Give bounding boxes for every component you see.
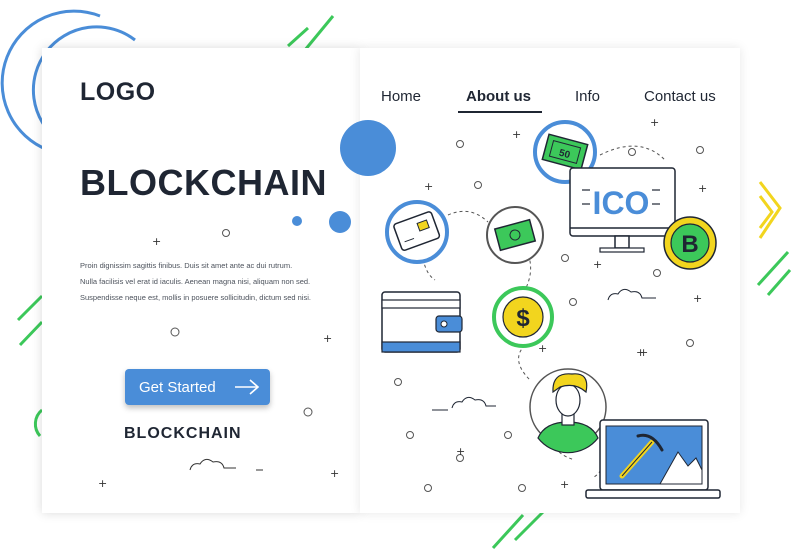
- laptop-icon: [585, 419, 721, 499]
- hero-headline: BLOCKCHAIN: [80, 162, 327, 203]
- deco-ring: [303, 407, 313, 417]
- deco-yellow-chevron: [758, 195, 774, 229]
- deco-ring: [222, 229, 230, 237]
- deco-green-stroke: [766, 269, 792, 296]
- hero-body-line: Proin dignissim sagittis finibus. Duis s…: [80, 261, 293, 270]
- svg-text:+: +: [424, 180, 433, 193]
- monitor-icon: ICO: [569, 167, 676, 253]
- dollar-coin-icon: $: [492, 286, 554, 348]
- svg-text:+: +: [636, 346, 645, 359]
- nav-item-info[interactable]: Info: [575, 88, 601, 105]
- hero-body-line: Nulla facilisis vel erat id iaculis. Aen…: [80, 277, 311, 286]
- deco-yellow-chevron: [758, 181, 782, 239]
- deco-blue-dot-medium: [329, 211, 351, 233]
- svg-text:+: +: [639, 346, 648, 359]
- banknote-icon: 50: [533, 120, 597, 184]
- cloud-icon: [607, 288, 656, 301]
- footer-brand-word: BLOCKCHAIN: [124, 425, 242, 442]
- deco-arc-outer: [0, 9, 101, 152]
- pickaxe-icon: [619, 433, 664, 479]
- deco-green-stroke: [756, 250, 790, 287]
- logo[interactable]: LOGO: [80, 78, 156, 106]
- deco-plus: +: [98, 477, 107, 490]
- nav-item-about-us[interactable]: About us: [466, 88, 531, 105]
- deco-ring: [170, 327, 180, 337]
- svg-text:+: +: [698, 182, 707, 195]
- hero-body: Proin dignissim sagittis finibus. Duis s…: [80, 258, 352, 306]
- get-started-button[interactable]: Get Started: [125, 369, 270, 405]
- deco-green-stroke: [491, 513, 525, 550]
- deco-pluses: + + + + + + + + + + +: [424, 116, 707, 491]
- svg-text:+: +: [538, 342, 547, 355]
- bitcoin-symbol: B: [681, 231, 698, 258]
- deco-green-stroke: [286, 26, 310, 48]
- nav-active-underline: [458, 111, 542, 113]
- wallet-icon: [381, 291, 463, 353]
- cloud-icon: [189, 458, 236, 471]
- monitor-ico-text: ICO: [593, 185, 650, 221]
- user-avatar-icon: [529, 368, 607, 454]
- dollar-symbol: $: [516, 305, 530, 332]
- deco-plus: +: [330, 467, 339, 480]
- svg-text:+: +: [693, 292, 702, 305]
- nav-item-contact-us[interactable]: Contact us: [644, 88, 716, 105]
- hero-body-line: Suspendisse neque est, mollis in posuere…: [80, 293, 311, 302]
- blockchain-illustration: 50 ICO B: [381, 116, 721, 499]
- get-started-label: Get Started: [139, 378, 216, 396]
- banknote-label: 50: [558, 148, 572, 162]
- cloud-icon: [432, 396, 496, 411]
- deco-green-stroke: [16, 294, 44, 322]
- svg-text:+: +: [456, 445, 465, 458]
- svg-text:+: +: [512, 128, 521, 141]
- svg-text:+: +: [560, 478, 569, 491]
- hero-panel: [42, 48, 360, 513]
- deco-green-stroke: [303, 15, 335, 51]
- deco-blue-dot-large: [340, 120, 396, 176]
- deco-plus: +: [152, 235, 161, 248]
- deco-green-arc: [33, 408, 44, 438]
- credit-card-icon: [385, 200, 449, 264]
- nav-item-home[interactable]: Home: [381, 88, 422, 105]
- top-navigation: Home About us Info Contact us: [370, 86, 740, 116]
- deco-green-stroke: [18, 320, 44, 347]
- svg-text:+: +: [650, 116, 659, 129]
- deco-green-stroke: [513, 508, 547, 542]
- deco-plus: +: [323, 332, 332, 345]
- arrow-right-icon: [235, 379, 260, 395]
- bitcoin-coin-icon: B: [663, 216, 717, 270]
- banknote-icon: [486, 206, 544, 264]
- deco-blue-dot-small: [292, 216, 302, 226]
- svg-text:+: +: [593, 258, 602, 271]
- deco-rings: [394, 140, 704, 492]
